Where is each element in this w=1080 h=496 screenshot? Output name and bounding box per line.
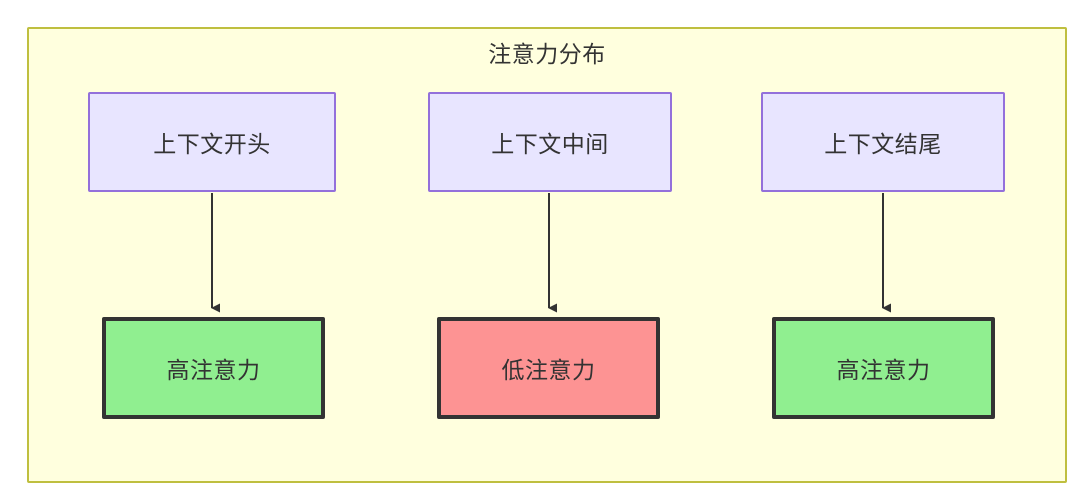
node-attention-low-middle[interactable]: 低注意力 — [437, 317, 660, 419]
node-context-end[interactable]: 上下文结尾 — [761, 92, 1005, 192]
node-context-start[interactable]: 上下文开头 — [88, 92, 336, 192]
node-context-middle[interactable]: 上下文中间 — [428, 92, 672, 192]
cluster-title: 注意力分布 — [488, 41, 606, 67]
node-attention-high-end[interactable]: 高注意力 — [772, 317, 995, 419]
node-attention-high-start[interactable]: 高注意力 — [102, 317, 325, 419]
